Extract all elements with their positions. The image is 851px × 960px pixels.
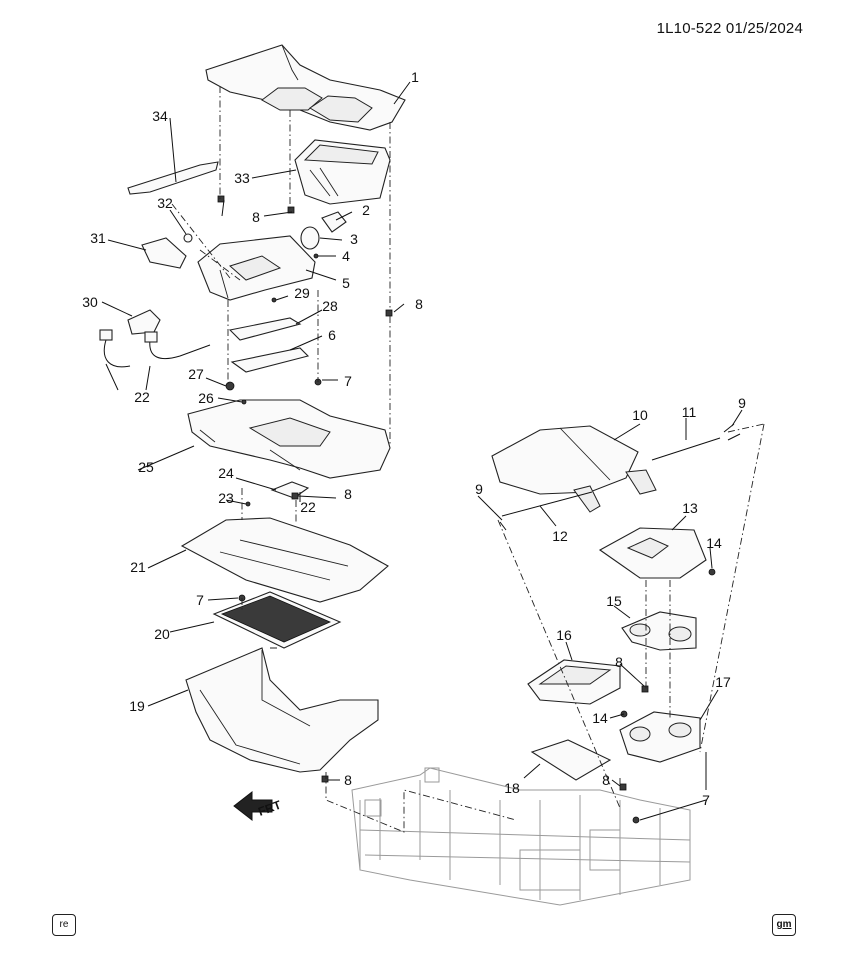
part-30-switch [127,309,161,335]
callout-2: 2 [362,202,370,218]
callout-1: 1 [411,69,419,85]
callout-leader-lines [101,81,743,821]
callout-21: 21 [130,559,146,575]
part-11-hinge-pin [651,437,721,461]
part-21-lower-tray [180,517,389,603]
callout-9a: 9 [738,395,746,411]
callout-10: 10 [632,407,648,423]
part-32-screw [183,233,193,243]
callout-24: 24 [218,465,234,481]
part-25-console-housing [187,399,391,479]
callout-3: 3 [350,231,358,247]
callout-7a: 7 [344,373,352,389]
part-20-mat [212,591,342,649]
part-17-cup-holder-assembly [619,711,701,763]
callout-22b: 22 [300,499,316,515]
part-2-3-inserts [300,211,347,250]
part-31-switch [141,237,187,269]
callout-8f: 8 [602,772,610,788]
callout-29: 29 [294,285,310,301]
callout-13: 13 [682,500,698,516]
part-5-console-bezel [197,235,316,301]
part-16-storage-bin [527,659,621,705]
part-15-cup-holder-insert [621,611,697,651]
callout-34: 34 [152,108,168,124]
callout-23: 23 [218,490,234,506]
callout-19: 19 [129,698,145,714]
part-6-bracket [230,347,310,373]
callout-26: 26 [198,390,214,406]
callout-33: 33 [234,170,250,186]
callout-20: 20 [154,626,170,642]
callout-16: 16 [556,627,572,643]
callout-30: 30 [82,294,98,310]
callout-28: 28 [322,298,338,314]
part-13-cup-holder-trim [598,527,707,579]
callout-25: 25 [138,459,154,475]
callout-32: 32 [157,195,173,211]
callout-7c: 7 [702,792,710,808]
part-19-console-base [185,647,379,773]
callout-8d: 8 [344,772,352,788]
callout-14b: 14 [592,710,608,726]
floor-console-frame [351,767,691,906]
part-28-bracket [228,317,302,341]
callout-8b: 8 [415,296,423,312]
part-34-trim-strip [127,161,219,195]
callout-18: 18 [504,780,520,796]
callout-31: 31 [90,230,106,246]
fasteners [217,195,716,824]
callout-11: 11 [681,404,697,420]
callout-12: 12 [552,528,568,544]
callout-7b: 7 [196,592,204,608]
re-badge: re [52,914,76,936]
callout-8c: 8 [344,486,352,502]
callout-5: 5 [342,275,350,291]
callout-4: 4 [342,248,350,264]
part-33-storage-compartment [294,139,391,205]
part-12-hinge-pin [501,491,593,517]
callout-15: 15 [606,593,622,609]
callout-8e: 8 [615,654,623,670]
callout-27: 27 [188,366,204,382]
callout-22a: 22 [134,389,150,405]
part-22-wiring-harness [99,329,211,368]
callout-14a: 14 [706,535,722,551]
callout-6: 6 [328,327,336,343]
part-10-armrest-lid [491,425,657,513]
front-direction-arrow-icon: FRT [233,790,284,822]
callout-9b: 9 [475,481,483,497]
diagram-reference-id: 1L10-522 01/25/2024 [656,20,803,37]
callout-17: 17 [715,674,731,690]
assembly-centerlines [171,86,765,833]
part-24-duct [270,481,310,499]
callout-8a: 8 [252,209,260,225]
part-18-mat [530,739,612,781]
gm-logo-badge: gm [772,914,796,936]
part-1-console-trim-plate [205,44,406,131]
